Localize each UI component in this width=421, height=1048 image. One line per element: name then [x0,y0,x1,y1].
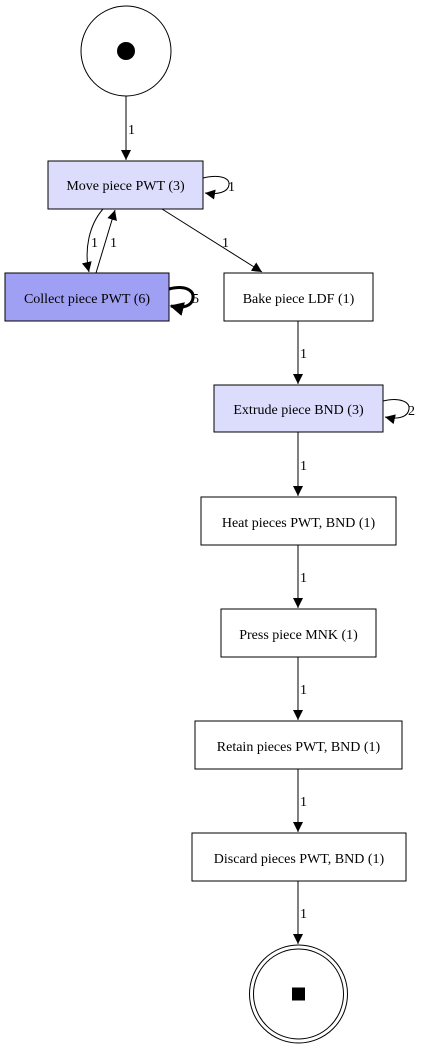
node-heat-label: Heat pieces PWT, BND (1) [222,516,376,531]
node-heat-box[interactable] [200,496,397,546]
node-press-label: Press piece MNK (1) [239,628,358,643]
edge-start-move: 1 [121,96,135,160]
start-node [80,5,172,97]
node-move-label: Move piece PWT (3) [66,179,185,194]
node-move-box[interactable] [47,160,204,210]
edge-label-discard-end: 1 [300,907,307,922]
end-square-icon [292,987,305,1001]
edge-bake-extrude: 1 [293,321,307,384]
start-dot-icon [117,42,135,60]
edge-extrude-self: 2 [382,399,415,425]
edge-label-bake-extrude: 1 [300,347,307,362]
node-retain-label: Retain pieces PWT, BND (1) [217,740,381,755]
edge-label-heat-press: 1 [300,571,307,586]
node-bake[interactable]: Bake piece LDF (1) [223,272,374,322]
edge-label-move-bake: 1 [222,236,229,251]
edge-discard-end: 1 [293,881,307,944]
edge-label-collect-move: 1 [110,236,117,251]
node-bake-box[interactable] [223,272,374,322]
edge-label-start-move: 1 [128,123,135,138]
edge-label-collect-self: 5 [192,292,199,307]
node-press[interactable]: Press piece MNK (1) [220,608,377,658]
node-bake-label: Bake piece LDF (1) [243,292,355,307]
node-extrude-label: Extrude piece BND (3) [233,403,364,418]
node-discard-label: Discard pieces PWT, BND (1) [214,852,385,867]
edge-label-move-self: 1 [228,180,235,195]
edge-move-self: 1 [202,175,235,200]
edge-move-collect: 1 [81,208,104,273]
node-heat[interactable]: Heat pieces PWT, BND (1) [200,496,397,546]
node-press-box[interactable] [220,608,377,658]
edge-move-bake: 1 [161,208,263,273]
edge-label-extrude-heat: 1 [300,459,307,474]
node-extrude-box[interactable] [213,384,384,433]
node-collect[interactable]: Collect piece PWT (6) [4,272,170,322]
edge-press-retain: 1 [293,657,307,720]
edge-extrude-heat: 1 [293,432,307,496]
edge-label-move-collect: 1 [91,236,98,251]
node-extrude[interactable]: Extrude piece BND (3) [213,384,384,433]
end-node [249,944,348,1044]
edge-collect-self: 5 [168,286,199,316]
node-move[interactable]: Move piece PWT (3) [47,160,204,210]
node-collect-label: Collect piece PWT (6) [24,292,150,307]
edge-label-retain-discard: 1 [300,795,307,810]
node-discard-box[interactable] [191,832,407,882]
node-discard[interactable]: Discard pieces PWT, BND (1) [191,832,407,882]
node-retain-box[interactable] [194,720,403,770]
node-retain[interactable]: Retain pieces PWT, BND (1) [194,720,403,770]
edge-collect-move: 1 [95,209,117,274]
node-collect-box[interactable] [4,272,170,322]
edge-label-press-retain: 1 [300,683,307,698]
edge-retain-discard: 1 [293,769,307,832]
edge-heat-press: 1 [293,545,307,608]
edge-label-extrude-self: 2 [408,404,415,419]
